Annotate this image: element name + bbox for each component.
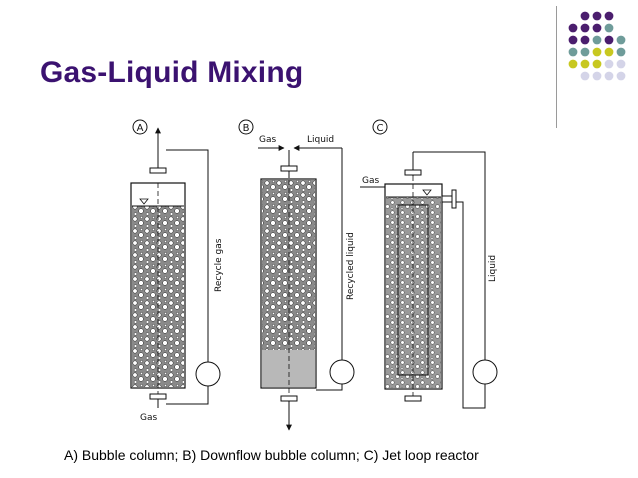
slide-title: Gas-Liquid Mixing (40, 56, 304, 89)
decorative-dot (568, 59, 578, 69)
reactor-b-bubble-bed (262, 180, 315, 350)
reactor-c-liquid-label: Liquid (488, 255, 498, 282)
decorative-dot (616, 59, 626, 69)
decorative-dot (580, 71, 590, 81)
reactor-b-gas-label: Gas (259, 135, 276, 145)
reactor-c-pump-icon (472, 359, 498, 385)
reactor-c-letter-circle (372, 119, 388, 135)
decorative-dot (580, 47, 590, 57)
decorative-divider-line (556, 6, 557, 128)
decorative-dot (580, 11, 590, 21)
reactor-b-downflow-bubble-column: B Gas Liquid Recycled liquid (238, 119, 356, 431)
reactor-c-side-flange (451, 189, 457, 209)
reactor-c-level-marker (422, 189, 432, 196)
decorative-dot (580, 59, 590, 69)
decorative-dot (604, 23, 614, 33)
decorative-dot (568, 47, 578, 57)
reactor-b-liquid-label: Liquid (307, 135, 334, 145)
decorative-dot (592, 11, 602, 21)
decorative-dot (592, 23, 602, 33)
reactor-c-gas-label: Gas (362, 176, 379, 186)
decorative-dot (604, 47, 614, 57)
reactor-a-bubble-column: A Gas Recycle gas (130, 119, 224, 423)
decorative-dot (592, 47, 602, 57)
reactor-b-recycled-liquid-label: Recycled liquid (346, 232, 356, 300)
reactor-c-top-flange (404, 169, 422, 176)
reactor-b-top-flange (280, 165, 298, 172)
decorative-dot (592, 71, 602, 81)
reactor-b-letter: B (243, 123, 250, 134)
reactor-a-letter: A (137, 123, 144, 134)
reactor-c-liquid-top-line (413, 151, 486, 360)
reactor-c-side-outlet (441, 195, 453, 203)
reactor-a-recycle-return (166, 386, 209, 405)
reactor-c-jet-loop-reactor: C Gas Liquid (360, 119, 498, 409)
decorative-dot (616, 47, 626, 57)
reactor-b-letter-circle (238, 119, 254, 135)
decorative-dot (592, 59, 602, 69)
reactor-b-recycle-return (316, 384, 343, 391)
figure-caption: A) Bubble column; B) Downflow bubble col… (64, 447, 479, 463)
decorative-dot (616, 35, 626, 45)
decorative-dot (580, 23, 590, 33)
reactor-a-gas-label: Gas (140, 413, 157, 423)
decorative-dot (580, 35, 590, 45)
decorative-dot (604, 11, 614, 21)
reactor-c-bottom-flange (404, 395, 422, 402)
decorative-dot (592, 35, 602, 45)
reactor-b-bottom-zone (262, 350, 315, 387)
reactor-c-loop-return (456, 201, 486, 409)
decorative-dot (568, 23, 578, 33)
decorative-dot (604, 35, 614, 45)
reactor-a-letter-circle (132, 119, 148, 135)
reactor-a-bottom-flange (149, 393, 167, 400)
reactor-a-compressor-icon (195, 361, 221, 387)
decorative-dot (568, 35, 578, 45)
reactor-a-recycle-loop (166, 149, 209, 362)
reactor-b-bottom-flange (280, 395, 298, 402)
decorative-dot (604, 59, 614, 69)
reactor-a-level-marker (139, 198, 149, 205)
reactor-c-bubble-bed (386, 197, 441, 388)
decorative-dot (604, 71, 614, 81)
decorative-dot (616, 71, 626, 81)
reactor-b-pump-icon (329, 359, 355, 385)
reactor-a-top-flange (149, 167, 167, 174)
reactor-a-recycle-gas-label: Recycle gas (214, 238, 224, 292)
reactor-c-letter: C (377, 123, 384, 134)
